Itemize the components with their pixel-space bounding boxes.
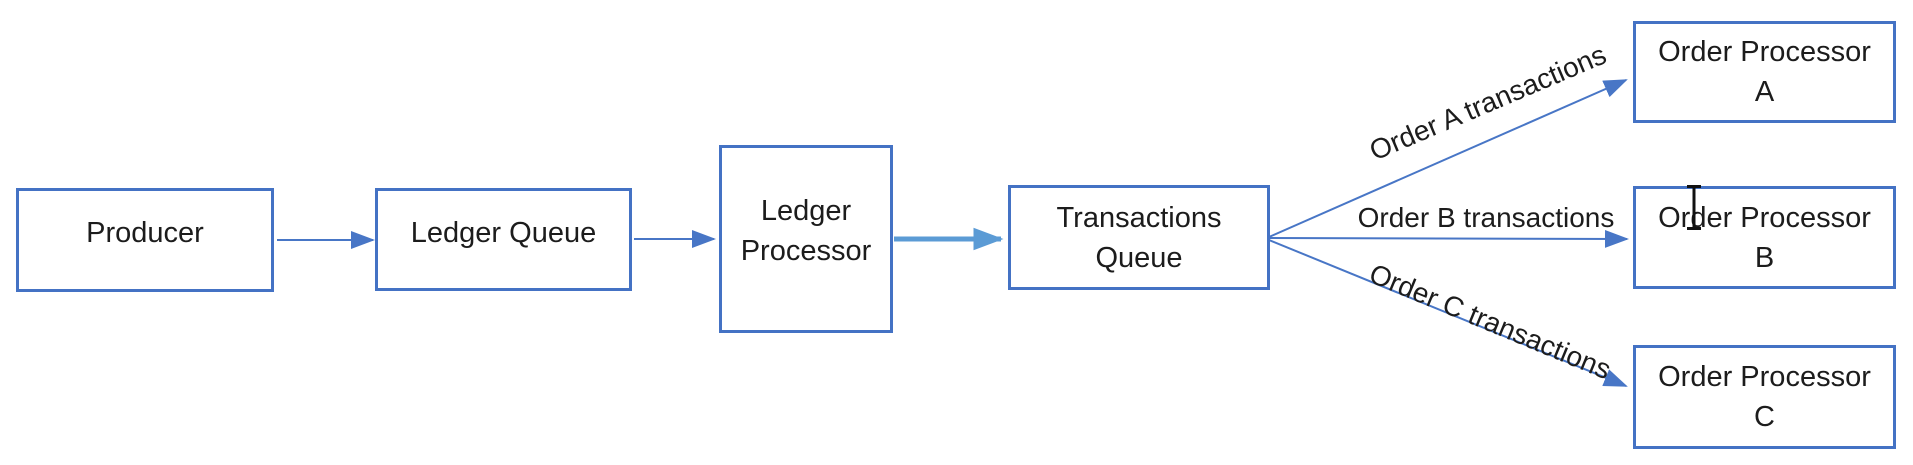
node-order-processor-a[interactable]: Order Processor A	[1633, 21, 1896, 123]
node-transactions-queue[interactable]: Transactions Queue	[1008, 185, 1270, 290]
node-ledger-processor-label-line2: Processor	[740, 235, 872, 267]
edge-transactions-queue-to-order-b[interactable]	[1268, 229, 1629, 248]
node-transactions-queue-label-line2: Queue	[1095, 241, 1183, 274]
edge-transactions-queue-to-order-c[interactable]	[1268, 239, 1628, 387]
node-ledger-queue[interactable]: Ledger Queue	[375, 188, 632, 291]
node-order-processor-b[interactable]: Order Processor B	[1633, 186, 1896, 289]
node-transactions-queue-label-line1: Transactions	[1056, 201, 1222, 234]
node-order-processor-c-label-line2: C	[1754, 401, 1775, 433]
node-order-processor-c-label-line1: Order Processor	[1658, 361, 1871, 393]
node-ledger-processor[interactable]: Ledger Processor	[719, 145, 893, 333]
node-ledger-processor-label-line1: Ledger	[760, 195, 852, 227]
node-order-processor-b-label-line2: B	[1754, 241, 1775, 274]
node-order-processor-a-label-line2: A	[1754, 76, 1775, 108]
node-order-processor-c[interactable]: Order Processor C	[1633, 345, 1896, 449]
ibeam-text-cursor-icon	[1687, 185, 1701, 230]
node-producer-label: Producer	[86, 217, 204, 249]
edge-transactions-queue-to-order-a[interactable]	[1268, 79, 1628, 238]
edge-label-order-c-transactions[interactable]: Order C transactions	[1364, 257, 1616, 386]
node-ledger-queue-label: Ledger Queue	[410, 216, 597, 249]
node-order-processor-a-label-line1: Order Processor	[1658, 36, 1871, 68]
edge-label-order-b-transactions[interactable]: Order B transactions	[1357, 202, 1615, 233]
node-producer[interactable]: Producer	[16, 188, 274, 292]
